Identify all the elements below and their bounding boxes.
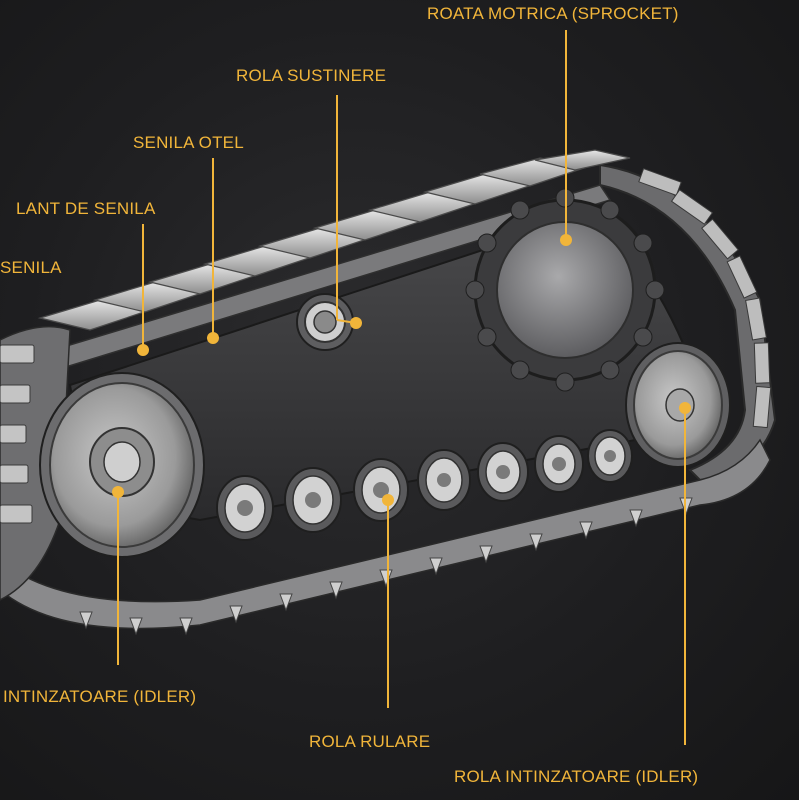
label-track: SENILA (0, 258, 62, 277)
label-sprocket: ROATA MOTRICA (SPROCKET) (427, 4, 679, 23)
track-roller (284, 467, 342, 533)
marker-dots (112, 234, 691, 506)
track-roller (216, 475, 274, 541)
front-idler-wheel (39, 372, 205, 558)
leader-lines (117, 30, 686, 745)
track-roller-marker (382, 494, 394, 506)
label-steel-track: SENILA OTEL (133, 133, 244, 152)
rear-idler-wheel (625, 342, 731, 468)
front-idler-marker (112, 486, 124, 498)
label-front-idler: INTINZATOARE (IDLER) (3, 687, 197, 706)
rear-idler-marker (679, 402, 691, 414)
carrier-leader-tick (336, 319, 357, 324)
track-roller (477, 442, 529, 502)
carrier-roller (296, 293, 354, 351)
track-rollers (216, 429, 633, 541)
label-rear-idler: ROLA INTINZATOARE (IDLER) (454, 767, 699, 786)
sprocket-wheel (465, 188, 665, 392)
label-track-chain: LANT DE SENILA (16, 199, 156, 218)
label-track-roller: ROLA RULARE (309, 732, 431, 751)
track-roller (353, 458, 409, 522)
track-roller (587, 429, 633, 483)
label-carrier-roller: ROLA SUSTINERE (236, 66, 387, 85)
sprocket-marker (560, 234, 572, 246)
top-track-shoes (37, 149, 631, 331)
track-chain-marker (137, 344, 149, 356)
front-track-section (0, 325, 71, 601)
track-roller (417, 449, 471, 511)
steel-shoe-marker (207, 332, 219, 344)
track-roller (534, 435, 584, 493)
